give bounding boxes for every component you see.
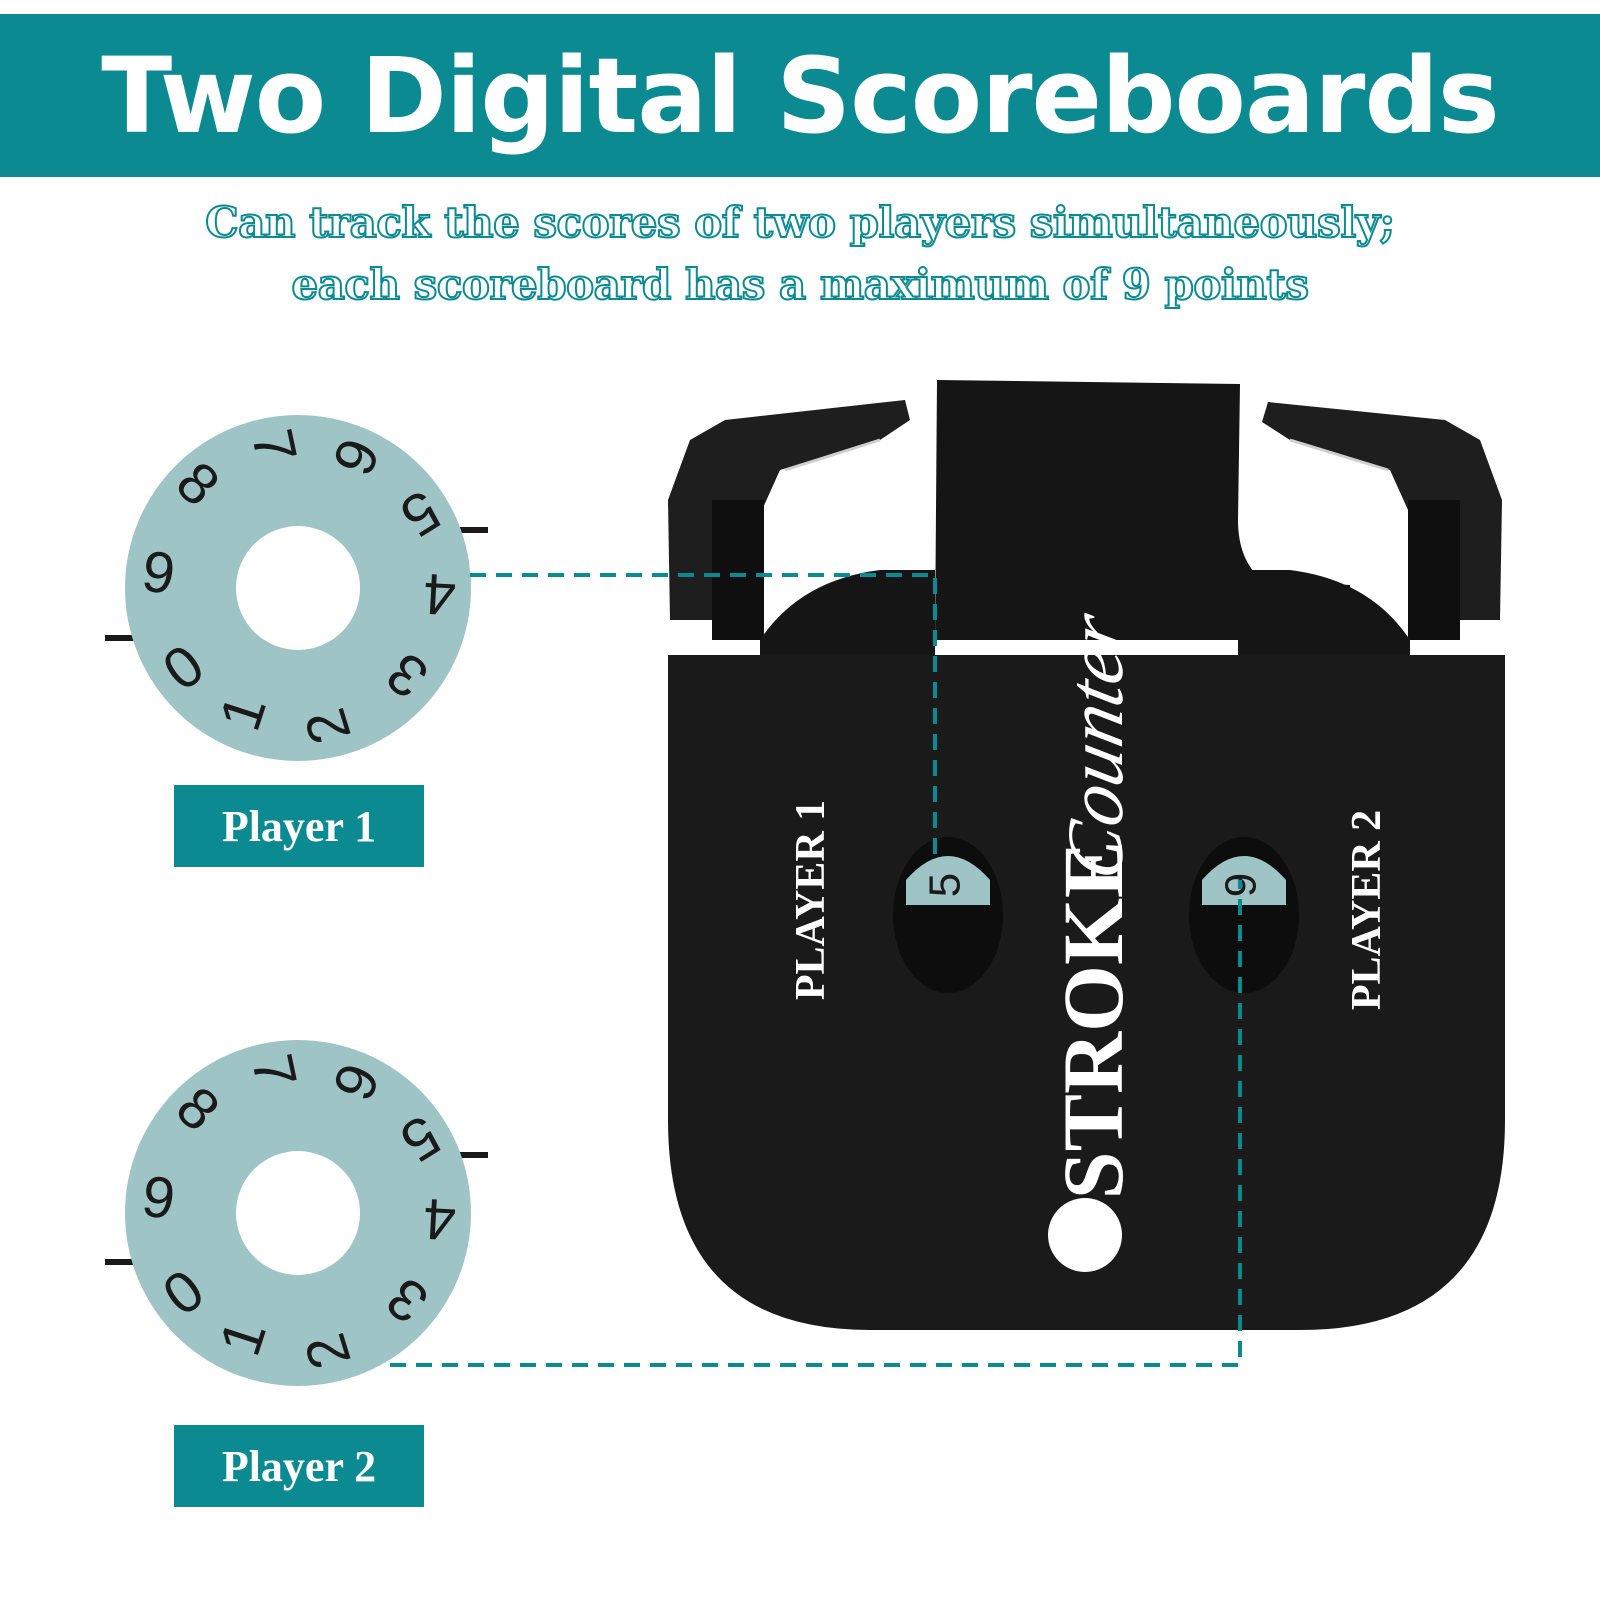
brand-stroke: STROKE xyxy=(1045,841,1141,1199)
right-lever xyxy=(1262,402,1502,640)
player-1-device-label: PLAYER 1 xyxy=(788,800,834,1000)
title-banner: Two Digital Scoreboards xyxy=(0,14,1600,177)
connector-lines xyxy=(390,573,1242,1367)
brand-counter: Counter xyxy=(1052,605,1140,886)
player-2-connector xyxy=(390,880,1242,1367)
player-1-connector xyxy=(470,573,937,860)
dial-digit: 4 xyxy=(422,561,458,628)
hang-hole xyxy=(1048,1198,1122,1272)
left-window-digit: 5 xyxy=(921,873,970,897)
subtitle-line-1: Can track the scores of two players simu… xyxy=(204,198,1396,247)
player-2-device-label: PLAYER 2 xyxy=(1344,810,1390,1010)
page-title: Two Digital Scoreboards xyxy=(101,34,1500,157)
player-1-label: Player 1 xyxy=(174,785,424,867)
player-2-dial: 0 1 2 3 4 5 6 7 8 9 xyxy=(105,1040,488,1386)
dial-digit: 4 xyxy=(422,1186,458,1253)
player-1-dial: 0 1 2 3 4 5 6 7 8 9 xyxy=(105,415,488,761)
left-lever xyxy=(668,400,910,640)
player-2-label: Player 2 xyxy=(174,1425,424,1507)
stroke-counter-device: 5 9 PLAYER 1 PLAYER 2 STROKE Counter xyxy=(668,380,1505,1330)
subtitle-line-2: each scoreboard has a maximum of 9 point… xyxy=(291,260,1310,309)
